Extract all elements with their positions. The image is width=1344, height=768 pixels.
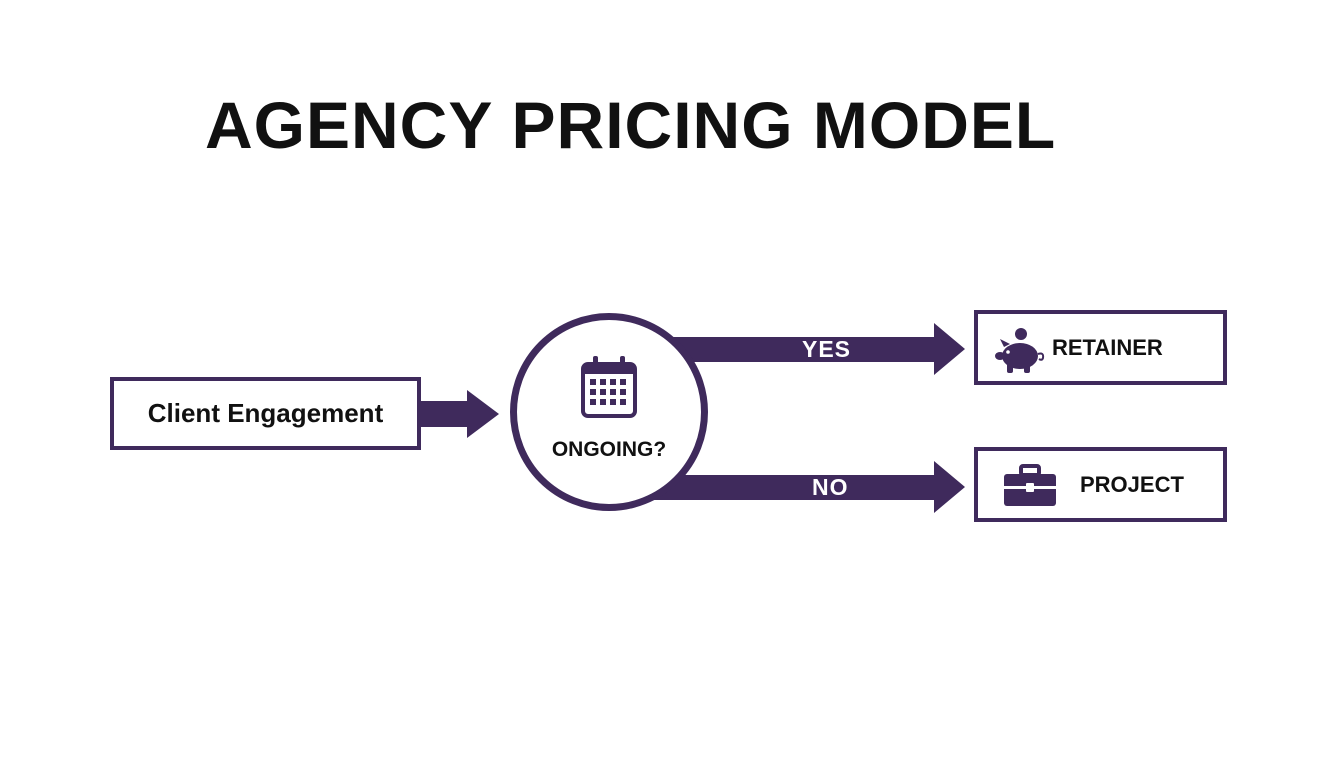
yes-label: YES — [802, 336, 852, 362]
client-engagement-label: Client Engagement — [147, 398, 384, 428]
calendar-icon — [581, 356, 637, 418]
retainer-label: RETAINER — [1052, 334, 1163, 360]
diagram-title: AGENCY PRICING MODEL — [205, 88, 1057, 162]
project-label: PROJECT — [1080, 471, 1184, 497]
arrow-no — [640, 461, 965, 513]
arrow-start-to-decision — [419, 390, 499, 438]
project-box: PROJECT — [974, 447, 1227, 522]
decision-node: ONGOING? — [510, 313, 708, 511]
piggy-bank-icon — [995, 328, 1045, 373]
no-label: NO — [812, 474, 849, 500]
retainer-box: RETAINER — [974, 310, 1227, 385]
decision-question: ONGOING? — [551, 438, 667, 461]
briefcase-icon — [1004, 464, 1056, 506]
client-engagement-box: Client Engagement — [110, 377, 421, 450]
arrow-yes — [640, 323, 965, 375]
